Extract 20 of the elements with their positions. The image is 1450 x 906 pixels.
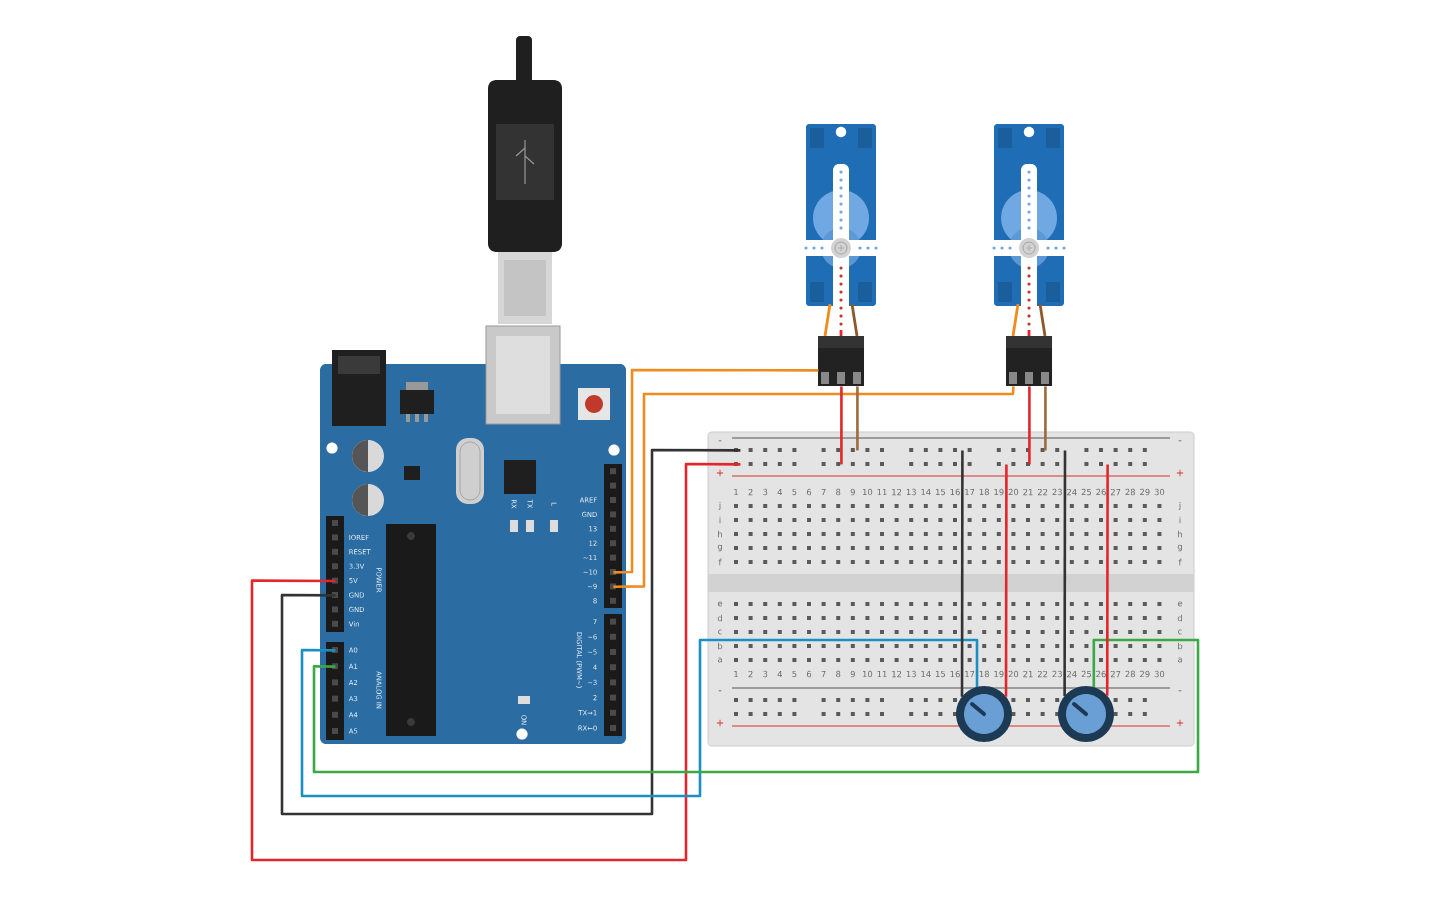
wire [1028,386,1031,465]
wire [312,638,1200,774]
wire [280,448,741,816]
board-drawing [320,325,626,744]
wire [250,462,741,862]
wire [613,368,819,574]
potentiometer-drawing [956,686,1012,742]
wire [1105,464,1109,696]
wire [1004,464,1008,697]
wire [840,386,843,465]
wire [1063,450,1067,696]
servo-drawing [800,124,882,386]
wire [300,638,979,798]
potentiometer-drawing [1058,686,1114,742]
servo-drawing [988,124,1070,386]
wire [856,386,859,451]
wire [960,450,964,697]
breadboard-drawing [707,431,1195,747]
wire [613,386,1015,589]
wire [1044,386,1047,451]
